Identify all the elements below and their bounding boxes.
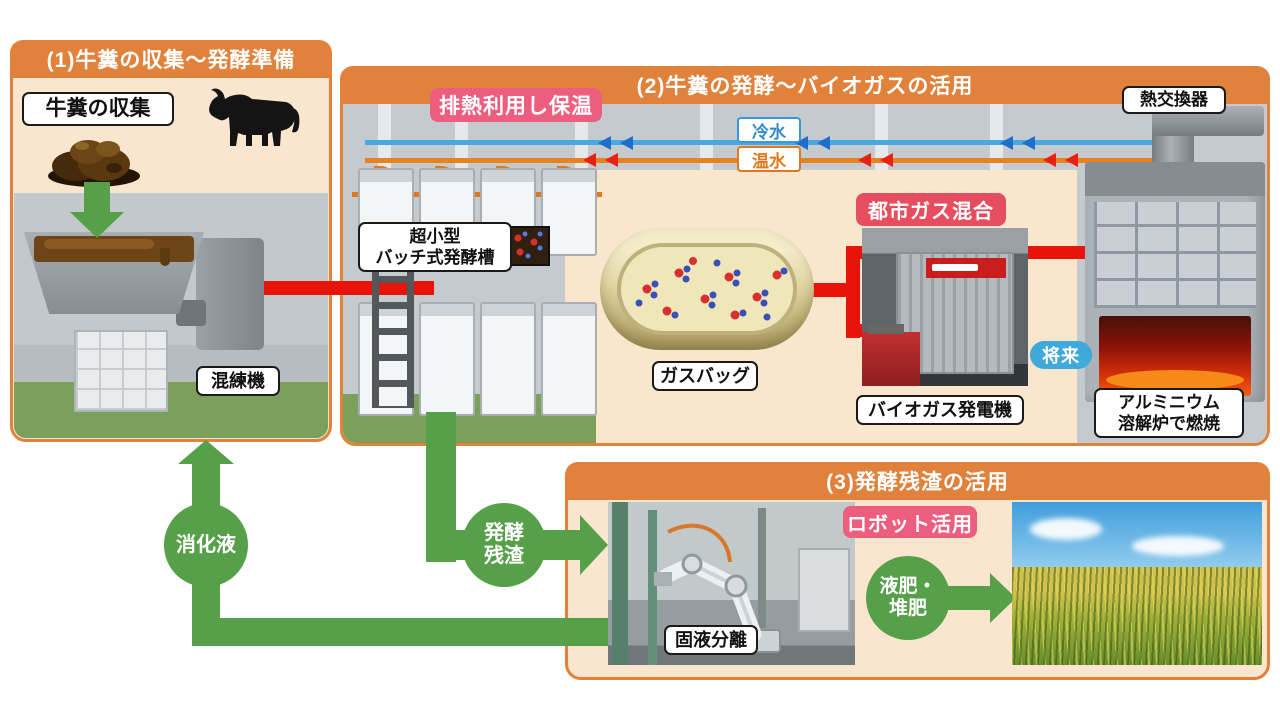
furnace-text-line2: 溶解炉で燃焼 [1118, 414, 1220, 433]
fertilizer-label-line2: 堆肥 [888, 598, 927, 619]
fertilizer-label-line1: 液肥・ [879, 576, 937, 598]
furnace-grid [1094, 202, 1256, 308]
manure-arrow-head-icon [70, 212, 124, 238]
fertilizer-arrow-shaft [944, 586, 994, 610]
heat-exchanger-label: 熱交換器 [1122, 86, 1226, 114]
warm-flow-arrow-icon [605, 153, 618, 167]
panel-2-title: (2)牛糞の発酵〜バイオガスの活用 [636, 75, 974, 98]
warm-flow-arrow-icon [1043, 153, 1056, 167]
hopper-slurry-highlight [44, 239, 154, 249]
furnace-text-line1: アルミニウム [1118, 392, 1220, 412]
gas-bag-label: ガスバッグ [652, 361, 758, 391]
fermenter-tank [480, 302, 536, 416]
rice-plants [1012, 567, 1262, 665]
manure-arrow-shaft [84, 182, 110, 214]
kneader-housing [196, 238, 264, 350]
wall-column [700, 104, 713, 172]
cow-icon [209, 88, 300, 146]
generator-text: バイオガス発電機 [868, 399, 1012, 420]
digestive-fluid-label: 消化液 [176, 533, 236, 556]
rice-field-photo [1012, 502, 1262, 665]
residue-label-line2: 残渣 [484, 545, 524, 567]
solid-liquid-separation-photo [608, 502, 855, 665]
fermenter-tank [541, 168, 597, 256]
gas-bag-text: ガスバッグ [660, 365, 750, 386]
wall-column [378, 104, 391, 172]
fermenter-frame-ladder [372, 250, 414, 408]
panel-3-header: (3)発酵残渣の活用 [565, 462, 1270, 500]
robot-utilization-label: ロボット活用 [843, 506, 977, 538]
panel-1-title: (1)牛糞の収集〜発酵準備 [46, 49, 296, 72]
cold-flow-arrow-icon [1022, 136, 1035, 150]
slurry-drip [160, 248, 170, 266]
manure-collection-text: 牛糞の収集 [45, 96, 151, 120]
warm-flow-arrow-icon [1065, 153, 1078, 167]
generator-photo [862, 228, 1028, 386]
wall-column [990, 104, 1003, 172]
heat-retention-label: 排熱利用し保温 [430, 88, 602, 122]
separation-equipment-box [798, 548, 850, 632]
kneader-tote [74, 330, 168, 412]
separation-frame-post [612, 502, 628, 665]
separation-label: 固液分離 [664, 625, 758, 655]
warm-water-label: 温水 [737, 146, 801, 172]
cold-flow-arrow-icon [598, 136, 611, 150]
warm-water-text: 温水 [752, 151, 786, 171]
residue-arrow-head-icon [580, 515, 608, 575]
generator-label: バイオガス発電機 [856, 395, 1024, 425]
kneader-label: 混練機 [196, 366, 280, 396]
generator-red-unit-top [868, 324, 904, 334]
cold-water-text: 冷水 [752, 122, 786, 142]
robot-utilization-text: ロボット活用 [847, 513, 973, 536]
generator-red-unit [862, 332, 920, 386]
rice-sky [1012, 502, 1262, 577]
digestive-flow-horizontal [192, 618, 624, 646]
fertilizer-arrow-head-icon [990, 573, 1016, 623]
cloud-icon [1030, 518, 1102, 540]
separation-text: 固液分離 [675, 629, 747, 650]
manure-collection-label: 牛糞の収集 [22, 92, 174, 126]
warm-flow-arrow-icon [880, 153, 893, 167]
city-gas-text: 都市ガス混合 [868, 201, 994, 223]
cold-flow-arrow-icon [817, 136, 830, 150]
warm-flow-arrow-icon [858, 153, 871, 167]
city-gas-label: 都市ガス混合 [856, 193, 1006, 226]
furnace-top [1085, 162, 1265, 196]
molten-aluminum [1106, 370, 1244, 390]
heat-exchanger-text: 熱交換器 [1140, 90, 1208, 110]
fermenter-label: 超小型 バッチ式発酵槽 [358, 222, 512, 272]
fermenter-tank [419, 302, 475, 416]
cloud-icon [1132, 536, 1224, 556]
residue-label-line1: 発酵 [484, 522, 524, 544]
fermenter-text-line2: バッチ式発酵槽 [375, 248, 495, 267]
fermenter-heat-pipe [352, 192, 602, 197]
fermenter-tank [541, 302, 597, 416]
panel-1-floor [14, 382, 328, 438]
generator-sign-mark [932, 264, 978, 271]
warm-flow-arrow-icon [583, 153, 596, 167]
separation-frame-post [758, 508, 766, 628]
fermenter-molecules-icon [514, 231, 543, 259]
manure-pile-icon [48, 140, 140, 187]
digestive-fluid-badge: 消化液 [164, 503, 248, 587]
cold-flow-arrow-icon [620, 136, 633, 150]
furnace-label: アルミニウム 溶解炉で燃焼 [1094, 388, 1244, 438]
gas-line-split [846, 246, 860, 338]
heat-retention-text: 排熱利用し保温 [439, 95, 593, 118]
future-text: 将来 [1042, 346, 1080, 366]
cold-flow-arrow-icon [1000, 136, 1013, 150]
kneader-text: 混練機 [211, 370, 265, 391]
digestive-arrow-head-icon [178, 440, 234, 464]
fertilizer-badge: 液肥・ 堆肥 [866, 556, 950, 640]
cold-water-label: 冷水 [737, 117, 801, 143]
panel-1-header: (1)牛糞の収集〜発酵準備 [10, 40, 332, 78]
future-label: 将来 [1030, 341, 1092, 369]
residue-badge: 発酵 残渣 [462, 503, 546, 587]
biogas-molecules-icon [635, 257, 788, 321]
fermenter-text-line1: 超小型 [409, 226, 461, 246]
separation-frame-post [648, 510, 657, 665]
panel-3-title: (3)発酵残渣の活用 [826, 471, 1009, 494]
